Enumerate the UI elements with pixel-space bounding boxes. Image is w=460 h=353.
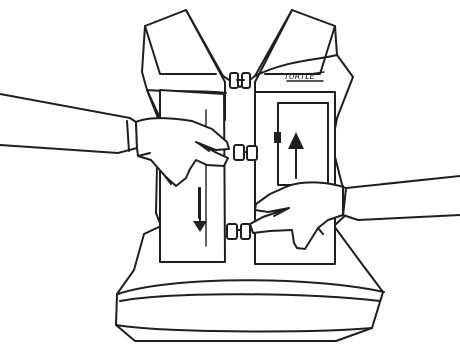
top-buckle-icon [230, 73, 250, 88]
vest-outline [116, 10, 384, 341]
status-indicator-icon [274, 132, 281, 143]
